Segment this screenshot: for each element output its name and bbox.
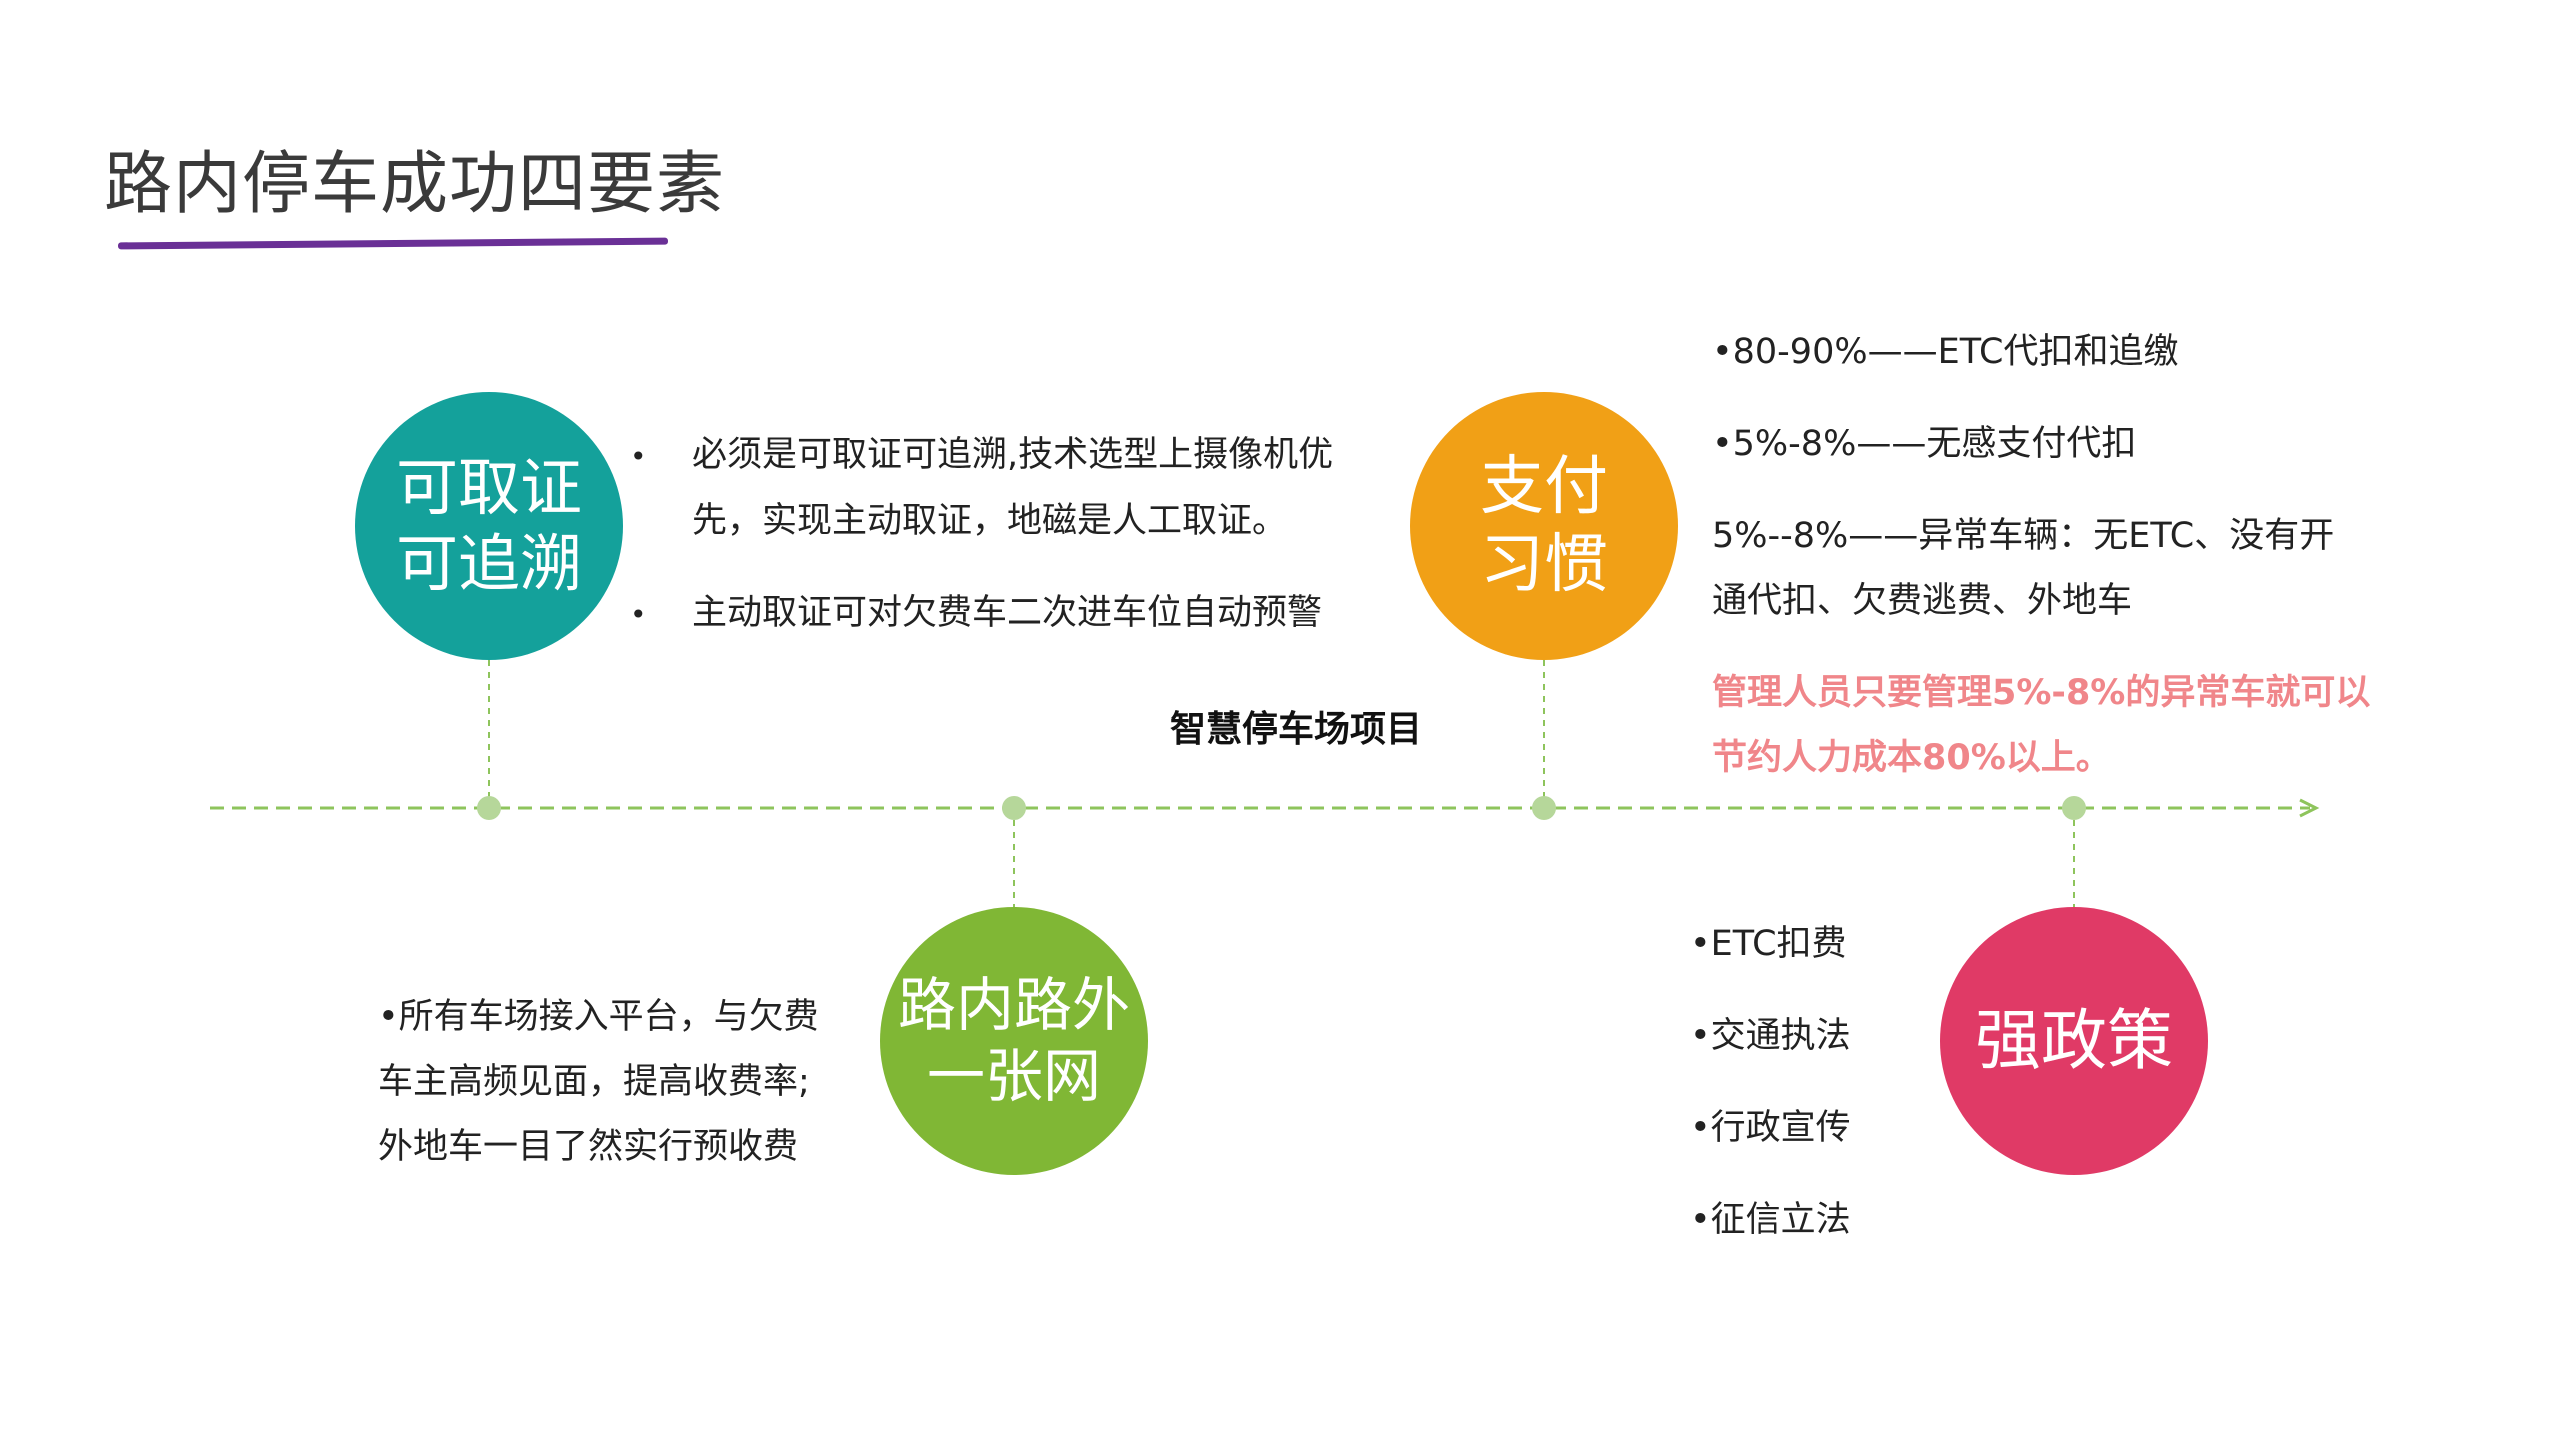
circle-evidence: 可取证 可追溯 [355, 392, 623, 660]
circle-payment-line-1: 支付 [1480, 449, 1608, 524]
circle-payment-line-2: 习惯 [1480, 528, 1608, 602]
evidence-bullet-1: •必须是可取证可追溯,技术选型上摄像机优 [630, 423, 1333, 489]
policy-text-block: •ETC扣费 •交通执法 •行政宣传 •征信立法 [1690, 912, 1851, 1253]
policy-item-1: •ETC扣费 [1690, 924, 1847, 964]
timeline-node-network [1002, 796, 1026, 820]
slide-title: 路内停车成功四要素 [104, 145, 726, 224]
timeline-node-evidence [477, 796, 501, 820]
payment-highlight-line-2: 节约人力成本80%以上。 [1712, 738, 2111, 778]
payment-text-block: •80-90%——ETC代扣和追缴 •5%-8%——无感支付代扣 5%--8%—… [1712, 320, 2370, 791]
circle-policy-line-1: 强政策 [1975, 1001, 2173, 1079]
policy-item-3: •行政宣传 [1690, 1108, 1851, 1148]
circle-strong-policy: 强政策 [1940, 907, 2208, 1175]
network-line-1: •所有车场接入平台，与欠费 [378, 997, 819, 1037]
evidence-bullet-list: •必须是可取证可追溯,技术选型上摄像机优 先，实现主动取证，地磁是人工取证。 •… [630, 423, 1333, 647]
circle-evidence-line-1: 可取证 [395, 451, 582, 525]
evidence-bullet-2: •主动取证可对欠费车二次进车位自动预警 [630, 581, 1333, 647]
circle-network-line-2: 一张网 [926, 1042, 1101, 1110]
payment-line-1: •80-90%——ETC代扣和追缴 [1712, 332, 2179, 372]
circle-evidence-line-2: 可追溯 [395, 527, 582, 600]
bullet-marker: • [630, 440, 647, 473]
network-line-2: 车主高频见面，提高收费率; [378, 1062, 810, 1102]
timeline-arrow-head [2299, 798, 2320, 818]
circle-network: 路内路外 一张网 [880, 907, 1148, 1175]
timeline-node-policy [2062, 796, 2086, 820]
network-line-3: 外地车一目了然实行预收费 [378, 1127, 799, 1167]
payment-highlight-line-1: 管理人员只要管理5%-8%的异常车就可以 [1712, 673, 2371, 713]
circle-network-line-1: 路内路外 [897, 971, 1130, 1040]
network-text-block: •所有车场接入平台，与欠费 车主高频见面，提高收费率; 外地车一目了然实行预收费 [378, 985, 819, 1180]
center-project-label: 智慧停车场项目 [1170, 709, 1423, 750]
evidence-bullet-1-cont: 先，实现主动取证，地磁是人工取证。 [692, 501, 1288, 541]
policy-item-4: •征信立法 [1690, 1200, 1851, 1240]
circle-payment-habit: 支付 习惯 [1410, 392, 1678, 660]
policy-item-2: •交通执法 [1690, 1016, 1851, 1056]
payment-line-2: •5%-8%——无感支付代扣 [1712, 424, 2137, 464]
timeline-node-payment [1532, 796, 1556, 820]
bullet-marker: • [630, 598, 647, 631]
payment-line-3: 5%--8%——异常车辆：无ETC、没有开 [1712, 516, 2335, 556]
payment-line-4: 通代扣、欠费逃费、外地车 [1712, 581, 2133, 621]
